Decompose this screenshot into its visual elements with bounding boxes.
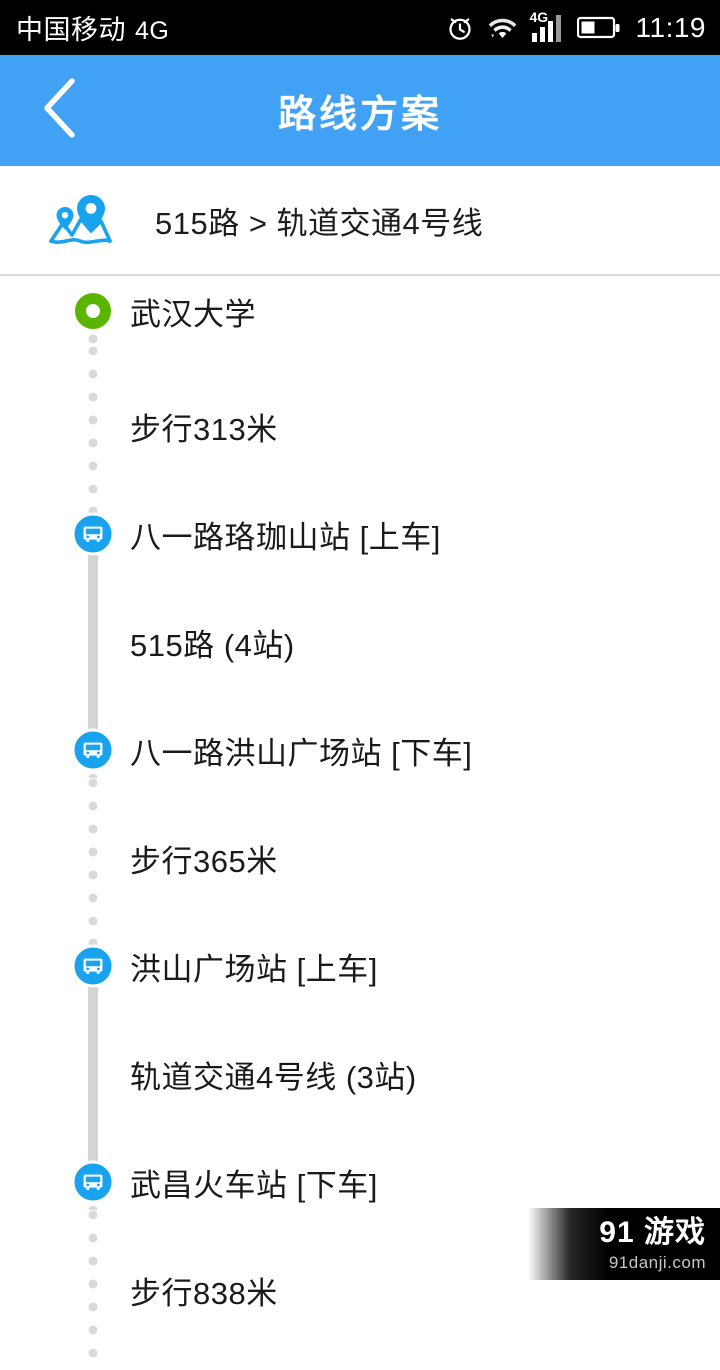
timeline-connector-solid xyxy=(88,994,98,1154)
status-bar-right: 4G 11:19 xyxy=(445,8,707,44)
timeline-gutter xyxy=(0,506,130,562)
timeline-stop-label: 八一路洪山广场站 [下车] xyxy=(130,735,473,771)
bus-icon xyxy=(71,512,115,556)
signal-bar-group xyxy=(531,14,561,42)
summary-divider xyxy=(0,274,720,276)
clock-label: 11:19 xyxy=(635,11,706,43)
timeline-segment-label: 步行313米 xyxy=(130,411,278,447)
carrier-label: 中国移动 xyxy=(16,15,126,45)
timeline-segment-row[interactable]: 步行313米 xyxy=(0,346,720,506)
status-bar: 中国移动 4G 4G xyxy=(0,0,720,55)
timeline-connector-solid xyxy=(88,562,98,722)
timeline-stop-label: 八一路珞珈山站 [上车] xyxy=(130,519,441,555)
timeline-stop-row[interactable]: 八一路洪山广场站 [下车] xyxy=(0,722,720,778)
timeline-gutter xyxy=(0,346,130,506)
page-title: 路线方案 xyxy=(277,94,442,136)
timeline-connector-dotted xyxy=(88,346,98,506)
bus-icon xyxy=(71,1160,115,1204)
timeline-gutter xyxy=(0,276,130,346)
route-summary-row[interactable]: 515路 > 轨道交通4号线 xyxy=(0,166,720,274)
back-button[interactable] xyxy=(18,55,104,166)
alarm-clock-icon xyxy=(445,13,475,43)
watermark-url: 91danji.com xyxy=(608,1252,706,1272)
timeline-stop-label: 洪山广场站 [上车] xyxy=(130,951,378,987)
timeline-gutter xyxy=(0,938,130,994)
timeline-segment-label: 515路 (4站) xyxy=(130,627,295,663)
timeline-stop-row[interactable]: 洪山广场站 [上车] xyxy=(0,938,720,994)
timeline-gutter xyxy=(0,562,130,722)
timeline-gutter xyxy=(0,778,130,938)
map-pins-icon xyxy=(45,189,115,251)
route-timeline: 武汉大学 步行313米 八一路珞珈山站 [上车] xyxy=(0,276,720,1370)
timeline-stop-label: 武昌火车站 [下车] xyxy=(130,1167,378,1203)
timeline-segment-row[interactable]: 步行365米 xyxy=(0,778,720,938)
timeline-gutter xyxy=(0,994,130,1154)
battery-icon xyxy=(576,15,621,41)
timeline-segment-row[interactable]: 515路 (4站) xyxy=(0,562,720,722)
network-type-label: 4G xyxy=(135,17,170,45)
signal-network-label: 4G xyxy=(529,8,549,25)
route-summary-text: 515路 > 轨道交通4号线 xyxy=(155,205,484,241)
timeline-connector-dotted xyxy=(88,778,98,938)
watermark: 91 游戏 91danji.com xyxy=(528,1208,720,1280)
bus-icon xyxy=(71,728,115,772)
timeline-stop-label: 武汉大学 xyxy=(130,296,256,332)
timeline-segment-label: 步行838米 xyxy=(130,1275,278,1311)
timeline-gutter xyxy=(0,1210,130,1370)
timeline-gutter xyxy=(0,1154,130,1210)
bus-icon xyxy=(71,944,115,988)
status-bar-left: 中国移动 4G xyxy=(16,8,169,47)
timeline-segment-label: 步行365米 xyxy=(130,843,278,879)
app-header: 路线方案 xyxy=(0,55,720,166)
timeline-segment-row[interactable]: 轨道交通4号线 (3站) xyxy=(0,994,720,1154)
origin-dot xyxy=(75,293,111,329)
timeline-connector-dotted xyxy=(88,1210,98,1370)
chevron-left-icon xyxy=(38,75,84,146)
signal-bars-icon: 4G xyxy=(529,8,566,44)
timeline-gutter xyxy=(0,722,130,778)
watermark-brand: 91 游戏 xyxy=(599,1215,706,1249)
timeline-stop-row[interactable]: 武昌火车站 [下车] xyxy=(0,1154,720,1210)
timeline-segment-label: 轨道交通4号线 (3站) xyxy=(130,1059,417,1095)
timeline-stop-row[interactable]: 八一路珞珈山站 [上车] xyxy=(0,506,720,562)
wifi-icon xyxy=(486,14,519,42)
timeline-stop-row[interactable]: 武汉大学 xyxy=(0,276,720,346)
